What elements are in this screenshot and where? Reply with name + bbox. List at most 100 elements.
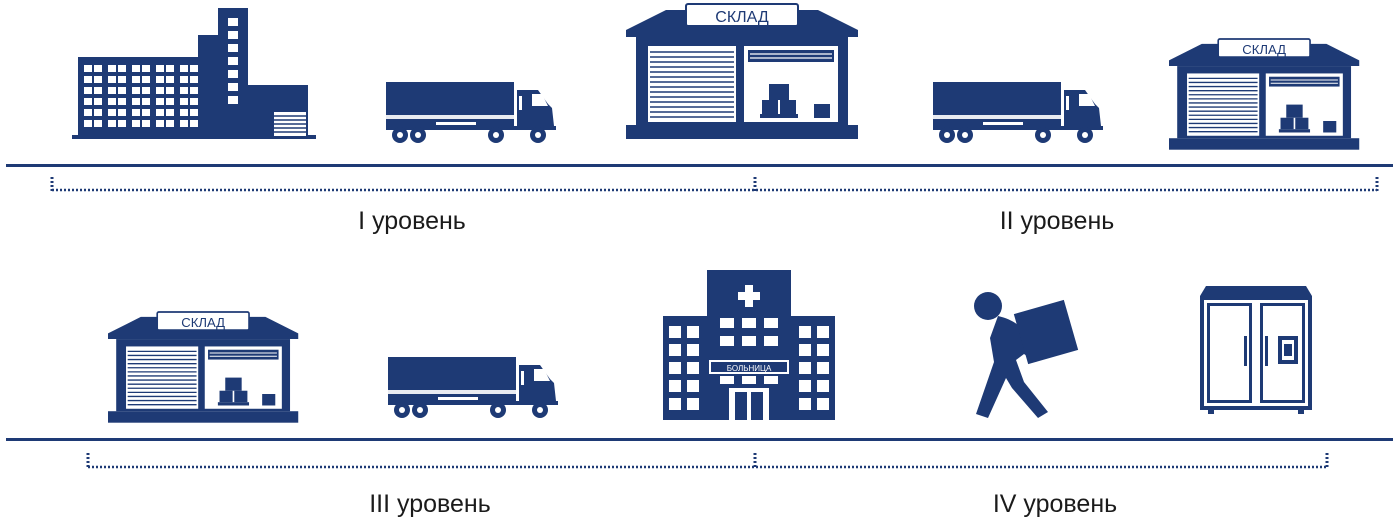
window	[190, 76, 198, 83]
window	[118, 98, 126, 105]
window	[799, 344, 811, 356]
window	[118, 65, 126, 72]
window	[166, 76, 174, 83]
level-label: III уровень	[369, 490, 491, 518]
warehouse-icon: СКЛАД	[107, 311, 300, 424]
window	[156, 98, 164, 105]
window	[764, 318, 778, 328]
window	[166, 65, 174, 72]
window	[108, 109, 116, 116]
warehouse-icon: СКЛАД	[625, 3, 859, 140]
window	[94, 120, 102, 127]
warehouse-sign: СКЛАД	[1242, 42, 1286, 57]
window	[720, 318, 734, 328]
window	[142, 76, 150, 83]
window	[108, 76, 116, 83]
window	[817, 362, 829, 374]
factory-icon	[71, 7, 317, 140]
truck-icon	[386, 82, 556, 143]
window	[180, 87, 188, 94]
window	[166, 87, 174, 94]
window	[84, 120, 92, 127]
window	[720, 336, 734, 346]
window	[118, 87, 126, 94]
window	[84, 87, 92, 94]
window	[132, 87, 140, 94]
refrigerator-icon	[1200, 286, 1312, 414]
window	[108, 65, 116, 72]
window	[687, 344, 699, 356]
window	[94, 65, 102, 72]
window	[108, 120, 116, 127]
window	[142, 109, 150, 116]
window	[132, 76, 140, 83]
window	[132, 65, 140, 72]
window	[190, 87, 198, 94]
window	[180, 65, 188, 72]
window	[166, 109, 174, 116]
window	[817, 326, 829, 338]
window	[742, 376, 756, 384]
window	[166, 98, 174, 105]
level-bracket	[86, 453, 1329, 469]
window	[817, 344, 829, 356]
window	[190, 98, 198, 105]
level-label: IV уровень	[993, 490, 1117, 518]
window	[118, 109, 126, 116]
window	[669, 362, 681, 374]
level-bracket	[50, 177, 1379, 192]
window	[669, 344, 681, 356]
window	[84, 76, 92, 83]
window	[228, 70, 238, 78]
window	[669, 326, 681, 338]
window	[132, 120, 140, 127]
window	[817, 398, 829, 410]
window	[180, 109, 188, 116]
courier-icon	[974, 292, 1079, 418]
window	[228, 57, 238, 65]
window	[687, 326, 699, 338]
truck-icon	[933, 82, 1103, 143]
window	[84, 65, 92, 72]
hospital-sign: БОЛЬНИЦА	[727, 364, 772, 373]
window	[720, 376, 734, 384]
hospital-icon: БОЛЬНИЦА	[663, 270, 835, 420]
window	[156, 109, 164, 116]
baseline	[6, 438, 1393, 441]
window	[764, 376, 778, 384]
window	[228, 83, 238, 91]
window	[142, 65, 150, 72]
window	[799, 326, 811, 338]
window	[84, 98, 92, 105]
window	[228, 96, 238, 104]
window	[118, 120, 126, 127]
window	[166, 120, 174, 127]
window	[764, 336, 778, 346]
window	[94, 98, 102, 105]
window	[669, 380, 681, 392]
window	[142, 120, 150, 127]
level-label: II уровень	[1000, 207, 1115, 235]
window	[799, 398, 811, 410]
window	[180, 76, 188, 83]
window	[687, 362, 699, 374]
window	[687, 398, 699, 410]
window	[156, 120, 164, 127]
window	[742, 318, 756, 328]
warehouse-icon: СКЛАД	[1168, 38, 1361, 151]
window	[94, 109, 102, 116]
window	[84, 109, 92, 116]
window	[190, 109, 198, 116]
window	[687, 380, 699, 392]
window	[799, 362, 811, 374]
window	[132, 98, 140, 105]
window	[190, 120, 198, 127]
warehouse-sign: СКЛАД	[181, 315, 225, 330]
window	[180, 120, 188, 127]
warehouse-sign: СКЛАД	[715, 9, 769, 26]
truck-icon	[388, 357, 558, 418]
window	[228, 44, 238, 52]
window	[142, 87, 150, 94]
window	[108, 87, 116, 94]
